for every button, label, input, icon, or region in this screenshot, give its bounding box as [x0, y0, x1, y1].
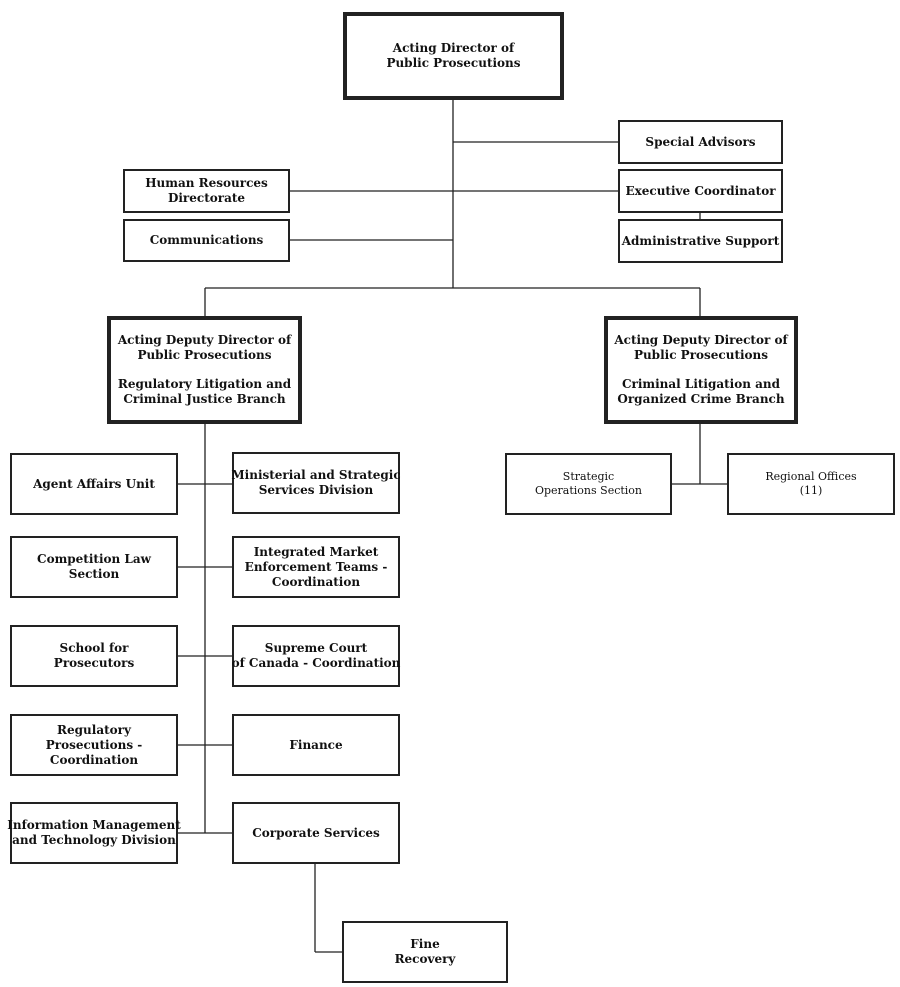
- agent-affairs-label: Agent Affairs Unit: [33, 476, 155, 491]
- deputy-right-line2: Public Prosecutions: [633, 348, 769, 362]
- deputy-right-line3: Criminal Litigation and: [621, 377, 781, 391]
- finance-box: Finance: [232, 714, 400, 776]
- deputy-left-line4: Criminal Justice Branch: [123, 392, 286, 406]
- deputy-left-line3: Regulatory Litigation and: [117, 377, 292, 391]
- competition-law-box: Competition Law Section: [10, 536, 178, 598]
- acting-director-line2: Public Prosecutions: [386, 56, 521, 70]
- school-line2: Prosecutors: [53, 656, 135, 670]
- communications-label: Communications: [149, 233, 264, 247]
- regulatory-line2: Prosecutions -: [45, 737, 143, 752]
- scc-line2: of Canada - Coordination: [231, 656, 401, 670]
- ministerial-line1: Ministerial and Strategic: [231, 468, 401, 482]
- hr-line1: Human Resources: [145, 176, 268, 190]
- strategic-operations-box: Strategic Operations Section: [505, 453, 672, 515]
- strategic-ops-line2: Operations Section: [534, 484, 643, 497]
- regional-offices-box: Regional Offices (11): [727, 453, 895, 515]
- executive-coordinator-box: Executive Coordinator: [618, 169, 783, 213]
- deputy-left-line2: Public Prosecutions: [137, 348, 272, 362]
- regulatory-prosecutions-box: Regulatory Prosecutions - Coordination: [10, 714, 178, 776]
- administrative-support-label: Administrative Support: [621, 233, 780, 248]
- imtd-line1: Information Management: [7, 818, 181, 832]
- imet-line3: Coordination: [271, 574, 361, 589]
- regional-offices-line1: Regional Offices: [765, 470, 857, 483]
- ministerial-line2: Services Division: [258, 483, 374, 497]
- competition-law-line2: Section: [68, 567, 120, 581]
- scc-line1: Supreme Court: [264, 641, 368, 655]
- supreme-court-coordination-box: Supreme Court of Canada - Coordination: [232, 625, 400, 687]
- executive-coordinator-label: Executive Coordinator: [625, 183, 776, 198]
- special-advisors-label: Special Advisors: [645, 134, 756, 149]
- deputy-director-criminal-box: Acting Deputy Director of Public Prosecu…: [604, 316, 798, 424]
- acting-director-line1: Acting Director of: [392, 41, 515, 55]
- fine-recovery-line2: Recovery: [394, 952, 456, 966]
- agent-affairs-box: Agent Affairs Unit: [10, 453, 178, 515]
- ministerial-strategic-box: Ministerial and Strategic Services Divis…: [231, 452, 401, 514]
- fine-recovery-line1: Fine: [410, 937, 440, 951]
- fine-recovery-box: Fine Recovery: [342, 921, 508, 983]
- corporate-services-box: Corporate Services: [232, 802, 400, 864]
- deputy-right-line4: Organized Crime Branch: [617, 392, 785, 406]
- information-management-box: Information Management and Technology Di…: [7, 802, 181, 864]
- strategic-ops-line1: Strategic: [562, 470, 615, 483]
- imet-line1: Integrated Market: [253, 544, 379, 559]
- competition-law-line1: Competition Law: [37, 552, 151, 566]
- administrative-support-box: Administrative Support: [618, 219, 783, 263]
- imtd-line2: and Technology Division: [12, 833, 176, 847]
- special-advisors-box: Special Advisors: [618, 120, 783, 164]
- regional-offices-line2: (11): [799, 484, 823, 497]
- school-line1: School for: [59, 641, 129, 655]
- acting-director-box: Acting Director of Public Prosecutions: [343, 12, 564, 100]
- school-for-prosecutors-box: School for Prosecutors: [10, 625, 178, 687]
- corporate-services-label: Corporate Services: [252, 825, 380, 840]
- communications-box: Communications: [123, 219, 290, 262]
- imet-line2: Enforcement Teams -: [244, 559, 388, 574]
- imet-coordination-box: Integrated Market Enforcement Teams - Co…: [232, 536, 400, 598]
- deputy-left-line1: Acting Deputy Director of: [117, 333, 292, 347]
- deputy-director-regulatory-box: Acting Deputy Director of Public Prosecu…: [107, 316, 302, 424]
- regulatory-line1: Regulatory: [57, 722, 131, 737]
- finance-label: Finance: [289, 737, 343, 752]
- regulatory-line3: Coordination: [49, 752, 139, 767]
- hr-directorate-box: Human Resources Directorate: [123, 169, 290, 213]
- hr-line2: Directorate: [167, 191, 246, 205]
- deputy-right-line1: Acting Deputy Director of: [614, 333, 788, 347]
